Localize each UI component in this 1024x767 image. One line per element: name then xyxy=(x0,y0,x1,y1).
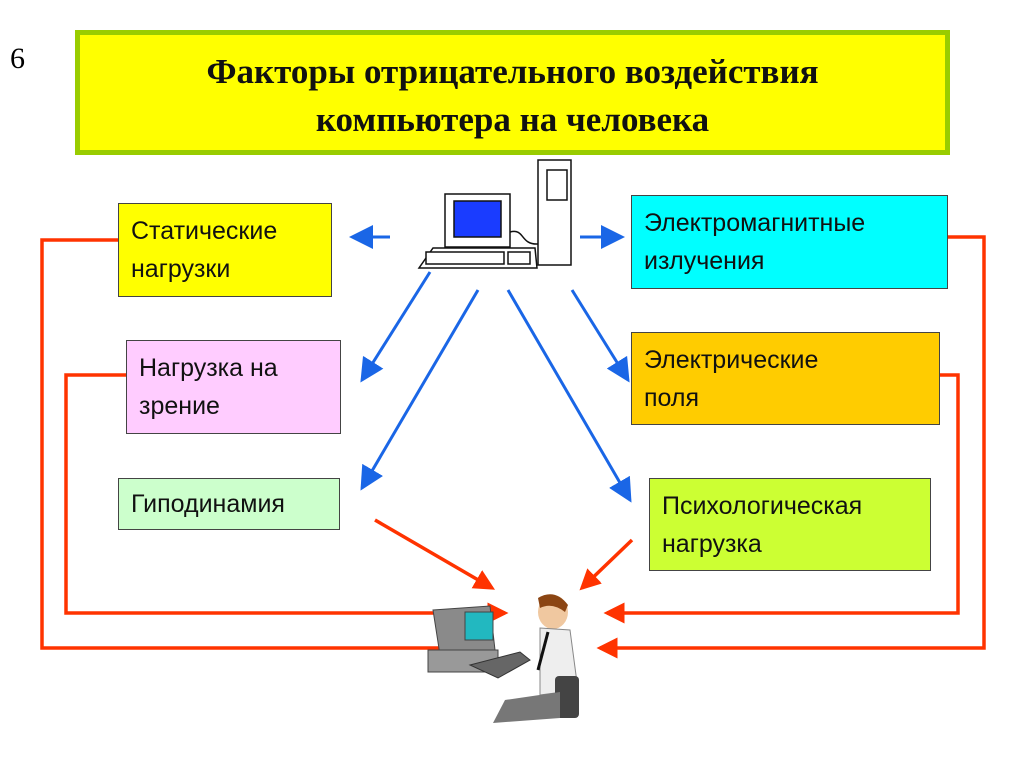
factor-label: поля xyxy=(644,384,700,412)
title-line-1: Факторы отрицательного воздействия xyxy=(206,52,819,91)
factor-label: Гиподинамия xyxy=(131,490,285,518)
arrow-to-vision xyxy=(360,271,432,383)
arrow-to-psych xyxy=(506,289,632,503)
factor-hypodynamia: Гиподинамия xyxy=(118,478,340,530)
arrow-vision-to-user xyxy=(64,373,509,624)
arrow-em-to-user xyxy=(596,235,986,659)
factor-label: излучения xyxy=(644,247,765,275)
factor-vision-load: Нагрузка на зрение xyxy=(126,340,341,434)
factor-em-radiation: Электромагнитные излучения xyxy=(631,195,948,289)
page-title: Факторы отрицательного воздействия компь… xyxy=(75,30,950,155)
arrow-psych-to-user xyxy=(579,538,634,591)
title-line-2: компьютера на человека xyxy=(315,100,710,139)
factor-label: Статические xyxy=(131,217,278,245)
factor-electric-fields: Электрические поля xyxy=(631,332,940,425)
arrow-electric-to-user xyxy=(603,373,960,624)
factor-label: Нагрузка на xyxy=(139,354,278,382)
arrow-static-to-user xyxy=(40,238,474,659)
arrow-to-hypodynamia xyxy=(360,289,480,491)
arrow-to-electric xyxy=(570,289,630,383)
red-arrows xyxy=(40,235,986,659)
computer-icon xyxy=(417,159,572,269)
factor-static-loads: Статические нагрузки xyxy=(118,203,332,297)
slide-number: 6 xyxy=(10,42,25,75)
factor-label: Электромагнитные xyxy=(644,209,866,237)
factor-psychological-load: Психологическая нагрузка xyxy=(649,478,931,571)
arrow-hypodynamia-to-user xyxy=(374,518,496,590)
factor-label: зрение xyxy=(139,392,220,420)
user-at-computer-illustration xyxy=(427,594,579,723)
factor-label: Электрические xyxy=(644,346,819,374)
factor-label: нагрузка xyxy=(662,530,762,558)
factor-label: Психологическая xyxy=(662,492,863,520)
factor-label: нагрузки xyxy=(131,255,231,283)
blue-arrows xyxy=(349,225,632,503)
